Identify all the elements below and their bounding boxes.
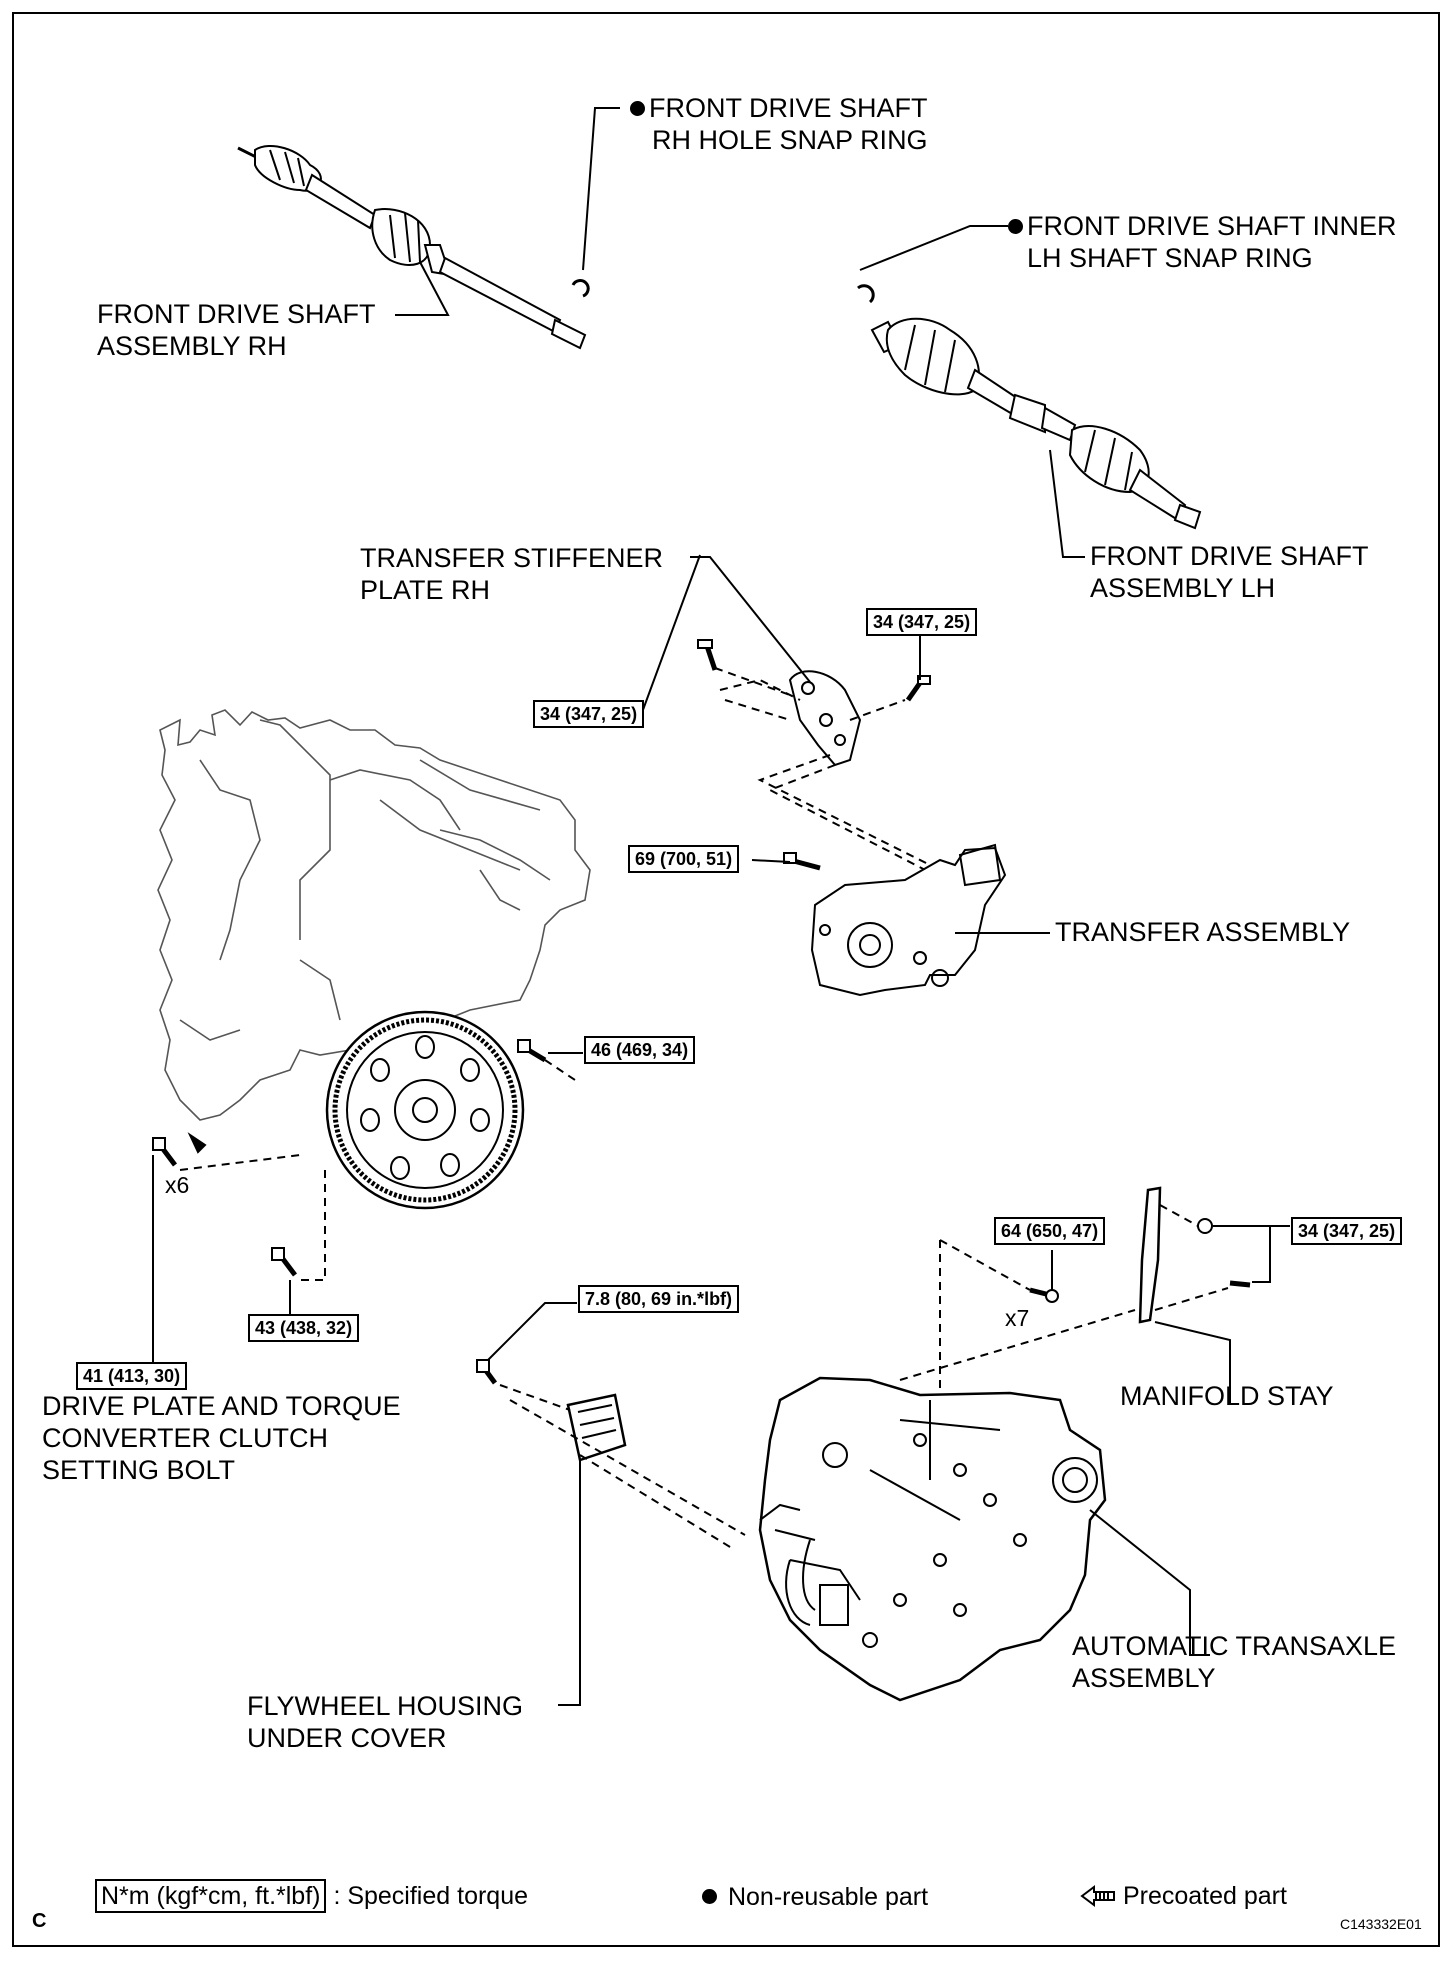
drive-plate-label-3: SETTING BOLT	[42, 1455, 236, 1485]
front-drive-shaft-rh	[237, 145, 587, 350]
torque-stiffener-right: 34 (347, 25)	[866, 608, 978, 636]
manifold-stay-label: MANIFOLD STAY	[1120, 1381, 1334, 1411]
non-reusable-icon	[1008, 219, 1023, 234]
engine-assembly	[157, 709, 591, 1121]
torque-manifold-stay: 34 (347, 25)	[1291, 1217, 1403, 1245]
snap-ring-lh	[857, 284, 875, 304]
legend-torque-box: N*m (kgf*cm, ft.*lbf)	[95, 1879, 327, 1913]
non-reusable-icon	[630, 101, 645, 116]
legend-precoated: Precoated part	[1080, 1882, 1287, 1911]
corner-letter: C	[32, 1910, 47, 1932]
snap-ring-lh-label: FRONT DRIVE SHAFT INNER	[1008, 210, 1397, 243]
transfer-label: TRANSFER ASSEMBLY	[1055, 917, 1351, 947]
torque-transfer-bolt: 69 (700, 51)	[628, 845, 740, 873]
snap-ring-rh-label: FRONT DRIVE SHAFT	[630, 92, 928, 125]
shaft-rh-label: FRONT DRIVE SHAFT	[97, 299, 376, 329]
legend-torque: N*m (kgf*cm, ft.*lbf) : Specified torque	[95, 1879, 529, 1913]
transaxle-label-2: ASSEMBLY	[1072, 1663, 1216, 1693]
legend-torque-text: : Specified torque	[333, 1882, 529, 1910]
drive-plate-label-2: CONVERTER CLUTCH	[42, 1423, 329, 1453]
flywheel-housing-under-cover	[476, 1359, 627, 1462]
transaxle-label: AUTOMATIC TRANSAXLE	[1072, 1631, 1397, 1661]
count-drive-plate: x6	[165, 1172, 190, 1198]
label-line: FRONT DRIVE SHAFT	[649, 93, 928, 123]
snap-ring-lh-label-2: LH SHAFT SNAP RING	[1027, 243, 1313, 273]
non-reusable-icon	[702, 1889, 717, 1904]
diagram-frame	[12, 12, 1440, 1947]
flywheel-cover-label: FLYWHEEL HOUSING	[247, 1691, 524, 1721]
torque-drive-plate: 41 (413, 30)	[76, 1362, 188, 1390]
precoated-arrow-icon	[1080, 1885, 1115, 1907]
torque-under-cover: 7.8 (80, 69 in.*lbf)	[578, 1285, 740, 1313]
legend-nonreusable-text: Non-reusable part	[727, 1883, 929, 1911]
torque-lower-bolt: 43 (438, 32)	[248, 1314, 360, 1342]
torque-stiffener-left: 34 (347, 25)	[533, 700, 645, 728]
legend-precoated-text: Precoated part	[1122, 1882, 1287, 1910]
front-drive-shaft-lh	[857, 284, 1202, 530]
count-transaxle: x7	[1005, 1305, 1030, 1331]
torque-transaxle-bolt: 64 (650, 47)	[994, 1217, 1106, 1245]
shaft-lh-label-2: ASSEMBLY LH	[1090, 573, 1276, 603]
drive-plate	[325, 1010, 525, 1210]
drive-plate-label: DRIVE PLATE AND TORQUE	[42, 1391, 401, 1421]
stiffener-label: TRANSFER STIFFENER	[360, 543, 664, 573]
shaft-lh-label: FRONT DRIVE SHAFT	[1090, 541, 1369, 571]
label-line: FRONT DRIVE SHAFT INNER	[1027, 211, 1397, 241]
shaft-rh-label-2: ASSEMBLY RH	[97, 331, 287, 361]
snap-ring-rh	[571, 279, 590, 298]
flywheel-cover-label-2: UNDER COVER	[247, 1723, 447, 1753]
manifold-stay	[1138, 1186, 1251, 1324]
torque-flywheel-bolt: 46 (469, 34)	[584, 1036, 696, 1064]
legend-nonreusable: Non-reusable part	[702, 1883, 928, 1912]
stiffener-label-2: PLATE RH	[360, 575, 491, 605]
transfer-stiffener-plate	[697, 639, 931, 767]
automatic-transaxle-assembly	[758, 1376, 1107, 1702]
figure-id: C143332E01	[1340, 1916, 1422, 1932]
snap-ring-rh-label-2: RH HOLE SNAP RING	[652, 125, 928, 155]
transfer-assembly	[783, 843, 1007, 997]
